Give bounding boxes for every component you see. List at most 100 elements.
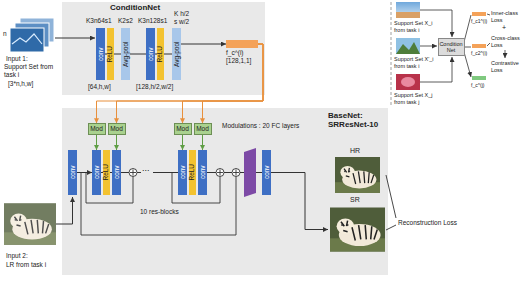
layer-label: Mod bbox=[176, 125, 189, 132]
layer-label: ReLU bbox=[103, 164, 110, 181]
annotation-label: [64,h,w] bbox=[88, 83, 111, 91]
relu-layer: ReLU bbox=[103, 150, 110, 195]
annotation-label: K3n128s1 bbox=[138, 17, 167, 25]
annotation-label: Reconstruction Loss bbox=[398, 219, 462, 227]
pool-layer: Avg-pool bbox=[121, 28, 130, 80]
support-image bbox=[396, 2, 420, 18]
annotation-label: [3*n,h,w] bbox=[8, 80, 33, 88]
annotation-label: SR bbox=[350, 196, 360, 204]
panel-ground bbox=[62, 108, 388, 275]
annotation-label: Support Set X_i from task i bbox=[394, 20, 438, 33]
module-box: Condition Net bbox=[438, 38, 465, 56]
annotation-label: K2s2 bbox=[118, 17, 133, 25]
connector-arrow bbox=[96, 135, 97, 150]
annotation-label: Support Set from task i bbox=[4, 63, 60, 79]
module-panel: ConditionNetconvReLUAvg-poolconvReLUAvg-… bbox=[62, 2, 265, 95]
support-image-detail bbox=[12, 34, 42, 44]
pixel-shuffle bbox=[244, 148, 256, 197]
connector-arrow bbox=[181, 44, 226, 45]
sum-circle bbox=[216, 169, 224, 177]
connector-arrow bbox=[182, 135, 183, 150]
layer-label: ReLU bbox=[107, 46, 114, 63]
connector-arrow bbox=[202, 135, 203, 150]
connector-arrow bbox=[203, 44, 264, 123]
layer-label: Avg-pool bbox=[122, 41, 129, 67]
mod-layer: Mod bbox=[174, 123, 192, 134]
module-panel: BaseNet: SRResNet-10Mod Mod Mod Mod conv conv… bbox=[62, 108, 388, 275]
conv-layer: conv bbox=[146, 28, 155, 80]
layer-label: Condition Net bbox=[439, 41, 464, 54]
annotation-label: K3n64s1 bbox=[86, 17, 112, 25]
sum-circle bbox=[232, 169, 240, 177]
lr-image bbox=[4, 203, 56, 245]
annotation-label: Input 2: bbox=[6, 252, 28, 260]
support-image-detail bbox=[396, 42, 420, 54]
sum-sign bbox=[233, 170, 239, 176]
feature-vector bbox=[472, 76, 486, 80]
layer-label: conv bbox=[179, 166, 186, 180]
data-arrow bbox=[505, 50, 506, 58]
layer-label: Avg-pool bbox=[173, 41, 180, 67]
relu-layer: ReLU bbox=[107, 28, 114, 80]
annotation-label: Support Set X_j from task j bbox=[394, 92, 438, 105]
annotation-label: [128,h/2,w/2] bbox=[136, 83, 173, 91]
layer-label: conv bbox=[69, 166, 76, 180]
annotation-label: n bbox=[3, 30, 7, 38]
annotation-label: Inner-class Loss bbox=[491, 10, 522, 23]
support-image bbox=[396, 74, 420, 90]
layer-label: conv bbox=[113, 166, 120, 180]
conv-layer: conv bbox=[198, 150, 207, 195]
relu-layer: ReLU bbox=[157, 28, 164, 80]
data-arrow bbox=[420, 46, 437, 47]
conv-layer: conv bbox=[92, 150, 101, 195]
layer-label: Mod bbox=[110, 125, 123, 132]
loss-line bbox=[487, 14, 490, 46]
annotation-label: s w/2 bbox=[174, 18, 189, 26]
panel-title: BaseNet: SRResNet-10 bbox=[328, 111, 386, 129]
data-arrow bbox=[56, 197, 73, 224]
layer-label: conv bbox=[93, 166, 100, 180]
annotation-label: f_c2^(i) bbox=[471, 50, 487, 56]
annotation-label: LR from task i bbox=[6, 261, 46, 269]
support-image bbox=[396, 38, 420, 54]
conv-layer: conv bbox=[178, 150, 187, 195]
annotation-label: Modulations : 20 FC layers bbox=[222, 122, 302, 130]
annotation-label: Cross-class Loss bbox=[491, 35, 522, 48]
support-image-detail bbox=[396, 12, 420, 18]
annotation-label: Support Set X'_i from task i bbox=[394, 56, 438, 69]
loss-line bbox=[386, 175, 396, 230]
conv-layer: conv bbox=[112, 150, 121, 195]
mod-layer: Mod bbox=[88, 123, 106, 134]
layer-label: conv bbox=[147, 47, 154, 61]
sum-sign bbox=[217, 170, 223, 176]
conv-layer: conv bbox=[262, 150, 271, 195]
connector-arrow bbox=[116, 135, 117, 150]
annotation-label: f_c^(j) bbox=[471, 82, 484, 88]
annotation-label: Contrastive Loss bbox=[491, 60, 522, 73]
layer-label: conv bbox=[263, 166, 270, 180]
mod-layer: Mod bbox=[194, 123, 212, 134]
feature-vector: f_c^(i)[128,1,1] bbox=[226, 40, 258, 48]
pool-layer: Avg-pool bbox=[172, 28, 181, 80]
annotation-label: Input 1: bbox=[6, 55, 28, 63]
conv-layer: conv bbox=[96, 28, 105, 80]
layer-label: conv bbox=[97, 47, 104, 61]
layer-label: Mod bbox=[196, 125, 209, 132]
vector-label: f_c^(i) bbox=[226, 49, 258, 57]
relu-layer: ReLU bbox=[189, 150, 196, 195]
layer-label: Mod bbox=[90, 125, 103, 132]
support-image-detail bbox=[401, 77, 415, 87]
data-arrow bbox=[271, 173, 328, 230]
vector-label: [128,1,1] bbox=[226, 57, 258, 65]
connector-arrow bbox=[183, 44, 264, 123]
data-arrow bbox=[464, 15, 471, 77]
annotation-label: K h/2 bbox=[174, 10, 189, 18]
annotation-label: HR bbox=[350, 147, 360, 155]
annotation-label: ... bbox=[142, 163, 150, 174]
conv-layer: conv bbox=[68, 150, 77, 195]
layer-label: ReLU bbox=[189, 164, 196, 181]
sum-sign bbox=[130, 170, 136, 176]
layer-label: conv bbox=[199, 166, 206, 180]
feature-vector bbox=[472, 44, 486, 48]
hr-image bbox=[335, 157, 380, 193]
